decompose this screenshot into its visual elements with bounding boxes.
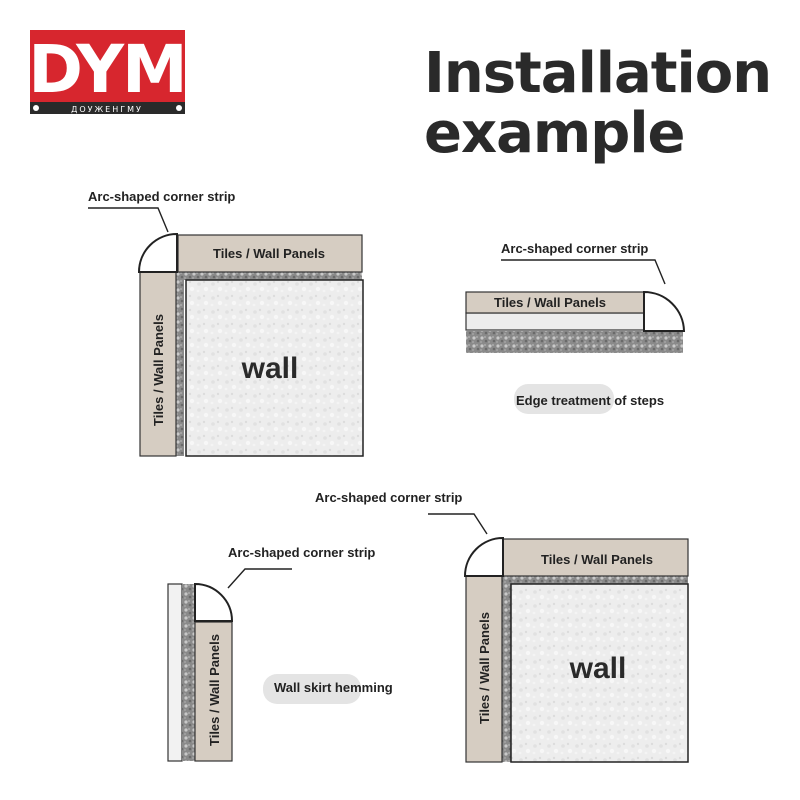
diagram-step-edge: Arc-shaped corner strip Tiles / Wall Pan… (465, 241, 686, 414)
wall-block (185, 279, 364, 457)
corner-strip (643, 290, 686, 332)
leader-line (501, 259, 666, 285)
corner-strip-label: Arc-shaped corner strip (228, 545, 375, 560)
tile-panel-horizontal (502, 538, 689, 577)
diagram-wall-corner-1: Arc-shaped corner strip wall Tiles / Wal… (88, 189, 364, 457)
corner-strip (137, 232, 178, 273)
corner-strip (463, 536, 504, 577)
tile-panel-label: Tiles / Wall Panels (213, 246, 325, 261)
mortar-layer (182, 584, 195, 761)
wall-block (510, 583, 689, 763)
logo: DYM ДОУЖЕНГМУ (28, 30, 188, 114)
title-line-1: Installation (424, 41, 771, 106)
mortar-layer (176, 272, 184, 456)
diagram-wall-skirt: Arc-shaped corner strip Tiles / Wall Pan… (167, 545, 393, 762)
tile-panel-label: Tiles / Wall Panels (207, 634, 222, 746)
tile-panel-label: Tiles / Wall Panels (477, 612, 492, 724)
skirt-wall-face (167, 583, 183, 762)
step-substrate (465, 312, 645, 331)
corner-strip (194, 582, 234, 622)
skirt-caption: Wall skirt hemming (274, 680, 393, 695)
corner-strip-label: Arc-shaped corner strip (88, 189, 235, 204)
corner-strip-label: Arc-shaped corner strip (315, 490, 462, 505)
logo-subtext: ДОУЖЕНГМУ (71, 105, 143, 114)
steps-caption: Edge treatment of steps (516, 393, 664, 408)
logo-text: DYM (28, 31, 185, 108)
leader-line (227, 568, 292, 589)
mortar-layer (503, 576, 688, 584)
tile-panel-label: Tiles / Wall Panels (151, 314, 166, 426)
title-line-2: example (424, 101, 685, 166)
tile-panel-label: Tiles / Wall Panels (494, 295, 606, 310)
leader-line (88, 207, 169, 233)
wall-label: wall (569, 652, 627, 685)
tile-panel-vertical (139, 271, 177, 457)
mortar-layer (502, 576, 511, 762)
tile-panel-horizontal (177, 234, 363, 273)
wall-label: wall (241, 352, 299, 385)
mortar-layer (178, 272, 362, 280)
corner-strip-label: Arc-shaped corner strip (501, 241, 648, 256)
leader-line (428, 513, 488, 535)
caption-background (263, 674, 361, 704)
tile-panel-label: Tiles / Wall Panels (541, 552, 653, 567)
diagram-wall-corner-2: Arc-shaped corner strip wall Tiles / Wal… (315, 490, 689, 763)
caption-background (514, 384, 614, 414)
step-mortar (466, 331, 683, 353)
